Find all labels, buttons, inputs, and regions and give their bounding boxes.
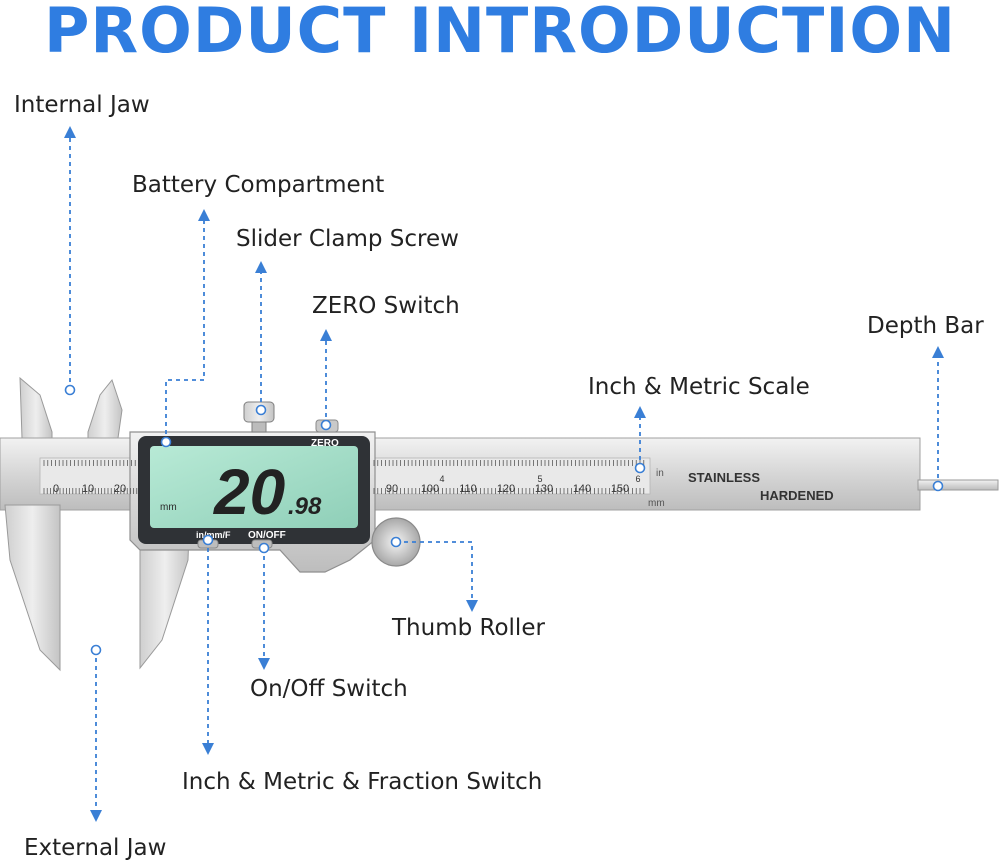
label-depth-bar: Depth Bar	[867, 313, 984, 339]
callout-dots	[64, 384, 944, 656]
depth-bar	[917, 479, 999, 491]
callouts	[69, 135, 939, 812]
label-external-jaw: External Jaw	[24, 835, 167, 861]
scale-label-90: 90	[386, 483, 398, 495]
scale-label-0: 0	[53, 483, 59, 495]
callout-thumb-roller	[396, 541, 473, 602]
unit-mm-label: mm	[648, 498, 665, 509]
lcd-display	[150, 446, 358, 528]
mode-button-label: in/mm/F	[196, 530, 231, 540]
callout-arrowheads	[64, 126, 944, 822]
label-slider-clamp-screw: Slider Clamp Screw	[236, 226, 459, 252]
label-inch-metric-scale: Inch & Metric Scale	[588, 374, 810, 400]
scale-label-110: 110	[459, 483, 477, 495]
internal-jaw-fixed	[19, 376, 53, 439]
engraving-hardened: HARDENED	[760, 488, 834, 503]
lcd-main-digits: 20	[213, 456, 285, 528]
label-zero-switch: ZERO Switch	[312, 293, 460, 319]
label-internal-jaw: Internal Jaw	[14, 92, 150, 118]
zero-button-label: ZERO	[311, 438, 339, 449]
label-battery-compartment: Battery Compartment	[132, 172, 385, 198]
engraving-stainless: STAINLESS	[688, 470, 760, 485]
unit-in-label: in	[656, 468, 664, 479]
power-button-label: ON/OFF	[248, 530, 286, 541]
inch-label-5: 5	[537, 474, 542, 484]
callout-battery	[165, 218, 205, 442]
label-fraction-switch: Inch & Metric & Fraction Switch	[182, 769, 543, 795]
inch-label-6: 6	[635, 474, 640, 484]
internal-jaw-slider	[87, 378, 123, 439]
scale-label-20: 20	[114, 483, 126, 495]
scale-ticks	[43, 460, 645, 494]
page-title: PRODUCT INTRODUCTION	[43, 0, 957, 67]
inch-label-4: 4	[439, 474, 444, 484]
lcd-decimal-digits: .98	[288, 493, 322, 520]
lcd-unit-label: mm	[160, 502, 177, 513]
scale-label-10: 10	[82, 483, 94, 495]
scale-left: 0 10 20	[53, 483, 126, 495]
label-on-off-switch: On/Off Switch	[250, 676, 408, 702]
label-thumb-roller: Thumb Roller	[392, 615, 545, 641]
external-jaw-fixed	[4, 504, 61, 672]
